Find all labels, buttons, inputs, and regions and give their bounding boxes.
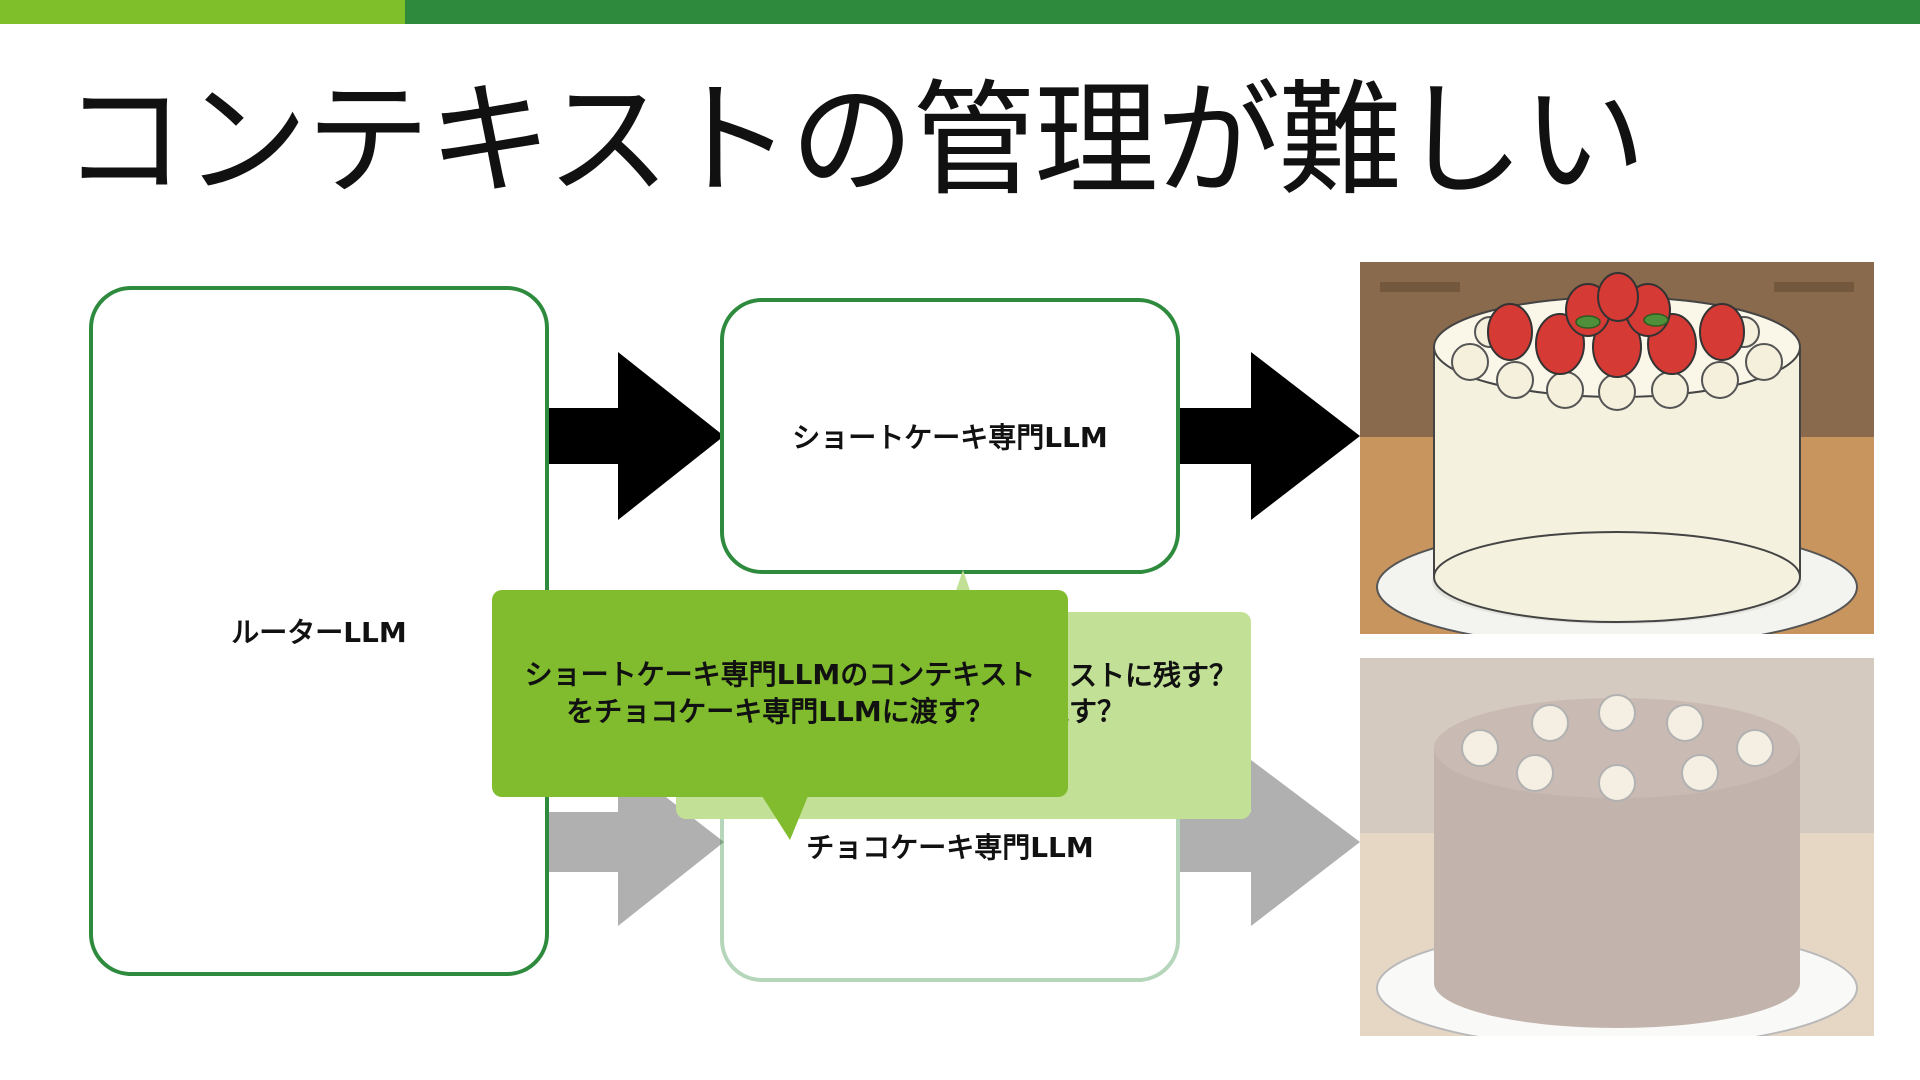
bubble-front-tail [762,796,808,840]
bubble-front-line2: をチョコケーキ専門LLMに渡す？ [566,694,994,728]
strawberry-shortcake-image [1360,262,1874,634]
bubble-back-line1: ストに残す？ [1068,659,1237,692]
shortcake-llm-box: ショートケーキ専門LLM [720,298,1180,574]
choco-llm-label-overlay: チョコケーキ専門LLM [806,831,1094,864]
router-llm-label: ルーターLLM [231,616,407,649]
arrow-router-to-choco [549,760,724,926]
arrow-shortcake-to-image [1180,352,1360,520]
top-accent-bar-light [0,0,405,24]
speech-bubble-front: ショートケーキ専門LLMのコンテキスト をチョコケーキ専門LLMに渡す？ [492,590,1068,797]
top-accent-bar-dark [405,0,1920,24]
chocolate-cake-image [1360,658,1874,1036]
bubble-front-line1: ショートケーキ専門LLMのコンテキスト [524,658,1036,692]
arrow-choco-to-image [1180,760,1360,926]
router-llm-box: ルーターLLM [89,286,549,976]
page-title: コンテキストの管理が難しい [62,69,1646,213]
arrow-router-to-shortcake [549,352,724,520]
shortcake-llm-label: ショートケーキ専門LLM [792,421,1108,454]
